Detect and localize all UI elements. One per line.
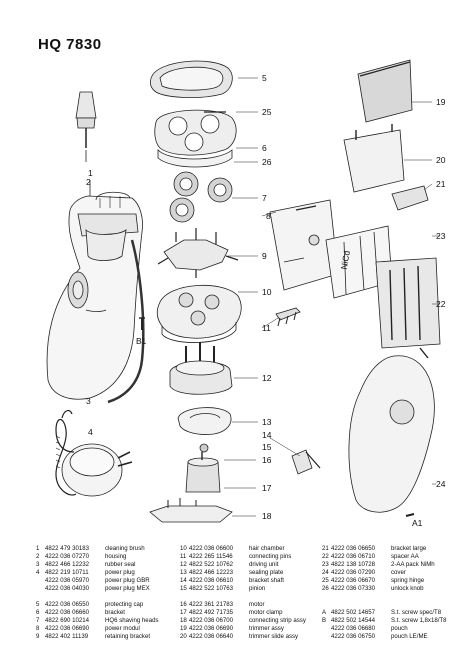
callout-25: 25 xyxy=(262,107,272,117)
sealing-plate-icon xyxy=(177,407,232,435)
battery-pack-icon: NiCd xyxy=(325,225,393,299)
shaving-heads-icon xyxy=(169,171,233,223)
power-module-icon xyxy=(269,199,339,291)
trimmer-slide-icon xyxy=(343,124,405,193)
callout-17: 17 xyxy=(262,483,272,493)
callout-15: 15 xyxy=(262,442,272,452)
callout-11: 11 xyxy=(262,323,271,333)
motor-icon xyxy=(185,443,221,493)
callout-6: 6 xyxy=(262,143,267,153)
cleaning-brush-icon xyxy=(75,91,97,162)
callout-3: 3 xyxy=(86,396,91,406)
callout-5: 5 xyxy=(262,73,267,83)
callout-7: 7 xyxy=(262,193,267,203)
callout-14: 14 xyxy=(262,430,272,440)
shaver-housing-icon xyxy=(46,191,145,404)
power-plug-icon xyxy=(55,409,133,497)
battery-label: NiCd xyxy=(339,250,352,271)
bracket-shaft-icon xyxy=(291,449,321,475)
callout-labels: 1 2 3 4 5 25 6 26 7 9 10 11 12 13 14 15 … xyxy=(86,73,446,528)
callout-13: 13 xyxy=(262,417,272,427)
connecting-pins-icon xyxy=(275,307,301,327)
driving-unit-icon xyxy=(169,342,233,395)
retaining-bracket-icon xyxy=(157,228,239,278)
callout-B1: B1 xyxy=(136,336,147,346)
trimmer-icon xyxy=(357,59,413,123)
callout-8: 8 xyxy=(266,211,271,221)
callout-1: 1 xyxy=(88,168,93,178)
callout-21: 21 xyxy=(436,179,446,189)
exploded-view-diagram: NiCd xyxy=(46,59,446,528)
connecting-strip-icon xyxy=(149,498,233,523)
callout-4: 4 xyxy=(88,427,93,437)
callout-24: 24 xyxy=(436,479,446,489)
callout-12: 12 xyxy=(262,373,272,383)
callout-20: 20 xyxy=(436,155,446,165)
callout-A1: A1 xyxy=(412,518,423,528)
cover-icon xyxy=(348,347,435,517)
callout-16: 16 xyxy=(262,455,272,465)
bracket-large-icon xyxy=(391,185,429,211)
callout-2: 2 xyxy=(86,177,91,187)
spacer-icon xyxy=(375,257,441,349)
hair-chamber-icon xyxy=(156,285,242,343)
callout-26: 26 xyxy=(262,157,272,167)
shaving-head-bracket-icon xyxy=(154,109,237,168)
callout-22: 22 xyxy=(436,299,446,309)
callout-9: 9 xyxy=(262,251,267,261)
callout-19: 19 xyxy=(436,97,446,107)
callout-18: 18 xyxy=(262,511,272,521)
page-title: HQ 7830 xyxy=(38,36,102,53)
callout-23: 23 xyxy=(436,231,446,241)
protecting-cap-icon xyxy=(149,60,233,99)
callout-10: 10 xyxy=(262,287,272,297)
